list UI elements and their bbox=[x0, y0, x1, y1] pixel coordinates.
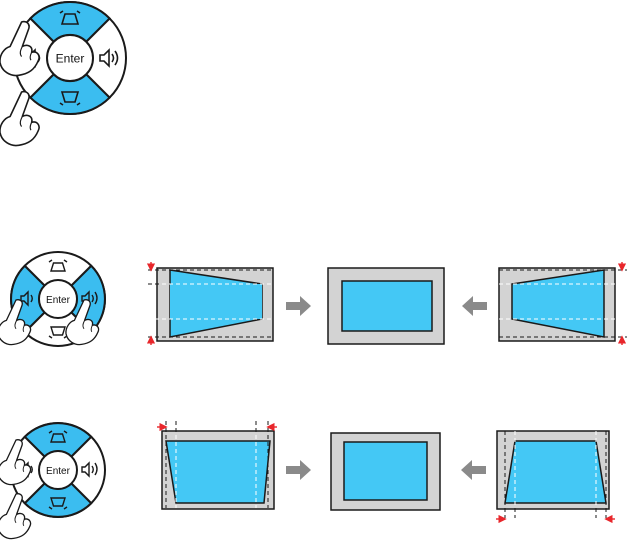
screen-corrected-row2 bbox=[331, 433, 440, 510]
arrow-right-icon bbox=[286, 460, 311, 480]
keypad-bottom-enter-label: Enter bbox=[46, 466, 71, 477]
arrow-left-icon bbox=[461, 460, 486, 480]
keypad-top-enter-label: Enter bbox=[56, 52, 85, 66]
keypad-middle: Enter bbox=[0, 252, 105, 346]
arrow-right-icon bbox=[286, 296, 311, 316]
arrow-left-icon bbox=[462, 296, 487, 316]
screen-skew-vertical-right bbox=[499, 262, 627, 345]
keypad-middle-enter-label: Enter bbox=[46, 295, 71, 306]
screen-skew-horizontal-right bbox=[496, 431, 615, 519]
screen-corrected-row1 bbox=[328, 268, 444, 344]
keypad-bottom: Enter bbox=[0, 423, 105, 539]
keypad-top: Enter bbox=[0, 2, 126, 146]
screen-skew-vertical-left bbox=[148, 262, 274, 345]
screen-skew-horizontal-left bbox=[157, 421, 277, 509]
